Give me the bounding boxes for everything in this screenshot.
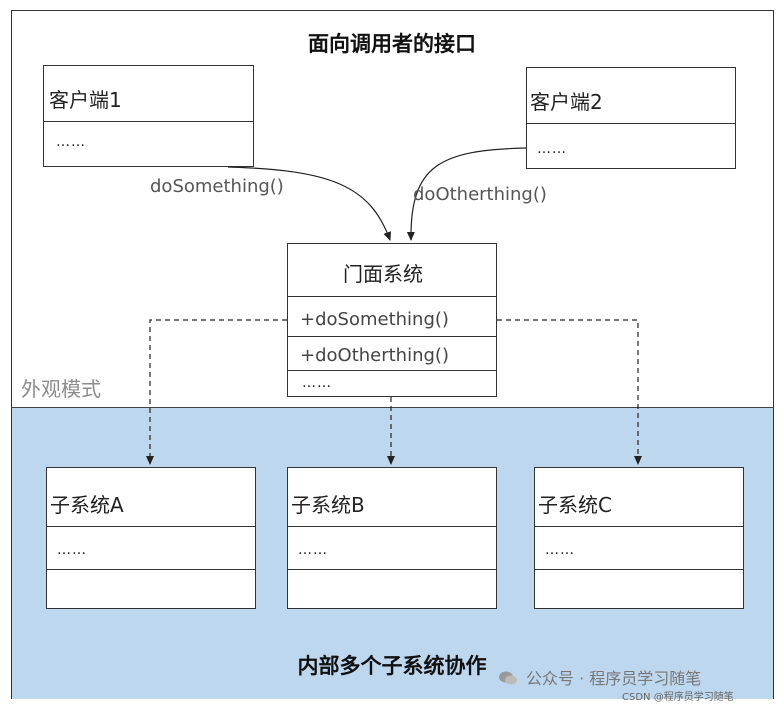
- facade-to-subsystem-c-arrow: [497, 319, 642, 465]
- pattern-label: 外观模式: [21, 377, 101, 401]
- facade-divider-2: [288, 336, 496, 337]
- client-1-to-facade-arrow: [227, 166, 392, 241]
- client-2-call-label: doOtherthing(): [413, 184, 547, 205]
- subsystem-c-body: ……: [545, 542, 575, 558]
- client-1-call-label: doSomething(): [150, 176, 284, 197]
- subsystem-a-divider-1: [47, 526, 255, 527]
- subsystem-c-name: 子系统C: [538, 493, 612, 517]
- client-1-divider: [44, 121, 253, 122]
- subsystem-b-body: ……: [298, 542, 328, 558]
- facade-name: 门面系统: [343, 262, 423, 286]
- client-1-body: ……: [56, 134, 86, 150]
- watermark-account: 公众号 · 程序员学习随笔: [526, 669, 702, 688]
- csdn-watermark: CSDN @程序员学习随笔: [622, 692, 734, 703]
- subsystem-a-body: ……: [57, 542, 87, 558]
- subsystem-b-name: 子系统B: [291, 493, 365, 517]
- facade-more: ……: [302, 375, 332, 391]
- subsystem-a-box: 子系统A ……: [46, 467, 256, 609]
- client-2-name: 客户端2: [530, 90, 603, 114]
- facade-method-2: +doOtherthing(): [300, 345, 449, 366]
- client-1-name: 客户端1: [49, 88, 122, 112]
- facade-to-subsystem-a-arrow: [146, 319, 287, 465]
- facade-divider-1: [288, 296, 496, 297]
- subsystem-a-divider-2: [47, 569, 255, 570]
- subsystem-c-box: 子系统C ……: [534, 467, 744, 609]
- client-2-body: ……: [537, 141, 567, 157]
- top-title: 面向调用者的接口: [308, 32, 476, 56]
- wechat-icon: [499, 671, 517, 685]
- bottom-title: 内部多个子系统协作: [297, 654, 487, 678]
- subsystem-c-divider-2: [535, 569, 743, 570]
- facade-box: 门面系统 +doSomething() +doOtherthing() ……: [287, 243, 497, 397]
- subsystem-b-divider-1: [288, 526, 496, 527]
- subsystem-c-divider-1: [535, 526, 743, 527]
- client-2-divider: [527, 123, 735, 124]
- watermark: 公众号 · 程序员学习随笔: [498, 665, 701, 689]
- subsystem-b-box: 子系统B ……: [287, 467, 497, 609]
- client-1-box: 客户端1 ……: [43, 65, 254, 167]
- facade-divider-3: [288, 370, 496, 371]
- client-2-to-facade-arrow: [406, 147, 527, 241]
- subsystem-b-divider-2: [288, 569, 496, 570]
- client-2-box: 客户端2 ……: [526, 67, 736, 169]
- subsystem-a-name: 子系统A: [50, 493, 124, 517]
- facade-method-1: +doSomething(): [300, 309, 449, 330]
